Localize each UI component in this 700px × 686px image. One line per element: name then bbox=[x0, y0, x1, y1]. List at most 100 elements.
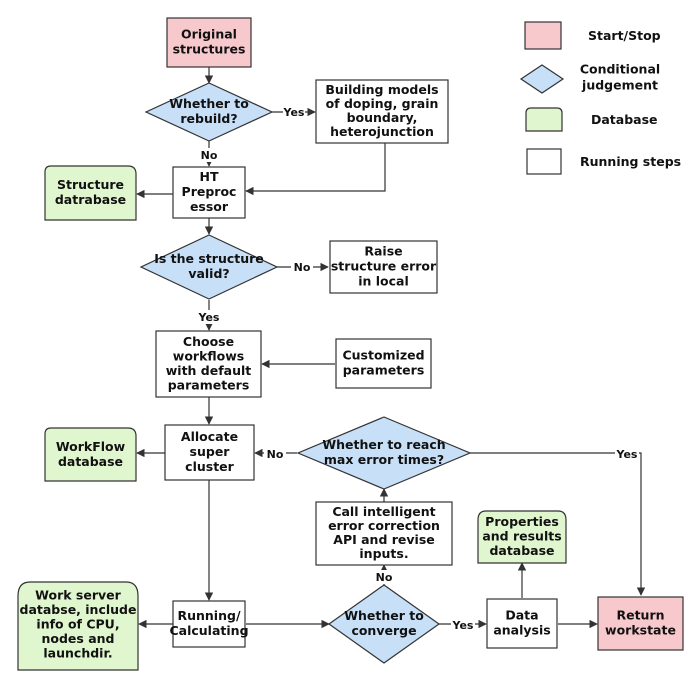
text-line: of doping, grain bbox=[326, 96, 439, 111]
text-line: with default bbox=[166, 363, 252, 378]
label-rebuild-no: No bbox=[201, 149, 218, 162]
node-data-analysis-shape bbox=[486, 598, 558, 649]
legend-database-swatch bbox=[525, 107, 563, 132]
edge-building-to-preproc bbox=[245, 143, 386, 196]
text-line: workstate bbox=[605, 623, 676, 638]
legend-steps-label: Running steps bbox=[580, 154, 681, 169]
text-line: HT bbox=[200, 169, 219, 184]
text-line: Conditional bbox=[580, 62, 660, 77]
text-line: parameters bbox=[343, 363, 425, 378]
legend-steps-swatch bbox=[526, 148, 562, 175]
text-line: workflows bbox=[173, 348, 244, 363]
text-line: structure error bbox=[331, 259, 437, 274]
text-line: parameters bbox=[168, 377, 250, 392]
text-line: in local bbox=[358, 274, 409, 289]
text-line: rebuild? bbox=[180, 111, 237, 126]
node-structure-db-shape bbox=[44, 165, 137, 221]
node-call-api-shape bbox=[315, 501, 453, 566]
node-properties-db-shape bbox=[477, 510, 567, 564]
text-line: Properties bbox=[485, 514, 559, 529]
text-line: databse, include bbox=[20, 602, 137, 617]
label-converge-no: No bbox=[376, 571, 393, 584]
text-line: Work server bbox=[35, 588, 121, 603]
text-line: Running/ bbox=[177, 608, 240, 623]
text-line: Is the structure bbox=[154, 251, 264, 266]
node-workflow-db-shape bbox=[44, 427, 137, 482]
label-valid-yes: Yes bbox=[198, 311, 220, 324]
text-line: Choose bbox=[183, 334, 234, 349]
text-line: judgement bbox=[581, 78, 658, 93]
edge-labels: Yes No No Yes No Yes No Yes bbox=[197, 105, 639, 632]
node-return-shape bbox=[597, 596, 684, 651]
edge-max-to-return bbox=[470, 452, 646, 596]
text-line: API and revise bbox=[333, 532, 434, 547]
text-line: Preproc bbox=[182, 184, 237, 199]
text-line: error correction bbox=[328, 518, 440, 533]
node-max-error-shape bbox=[296, 416, 472, 490]
text-line: cluster bbox=[185, 459, 234, 474]
text-line: inputs. bbox=[359, 546, 408, 561]
text-line: nodes and bbox=[42, 631, 115, 646]
text-line: converge bbox=[351, 623, 416, 638]
text-line: WorkFlow bbox=[56, 439, 126, 454]
text-line: launchdir. bbox=[43, 646, 112, 661]
node-raise-shape bbox=[329, 240, 438, 294]
label-max-yes: Yes bbox=[616, 448, 638, 461]
text-line: Raise bbox=[364, 244, 402, 259]
node-rebuild-shape bbox=[144, 82, 274, 142]
text-line: Structure bbox=[57, 177, 124, 192]
node-running-shape bbox=[172, 600, 246, 648]
text-line: max error times? bbox=[324, 452, 444, 467]
text-line: database bbox=[489, 543, 554, 558]
text-line: boundary, bbox=[347, 110, 418, 125]
text-line: Calculating bbox=[169, 623, 248, 638]
label-max-no: No bbox=[267, 448, 284, 461]
text-line: and results bbox=[482, 529, 561, 544]
text-line: valid? bbox=[188, 266, 229, 281]
node-work-server-db-shape bbox=[17, 581, 139, 671]
text-line: Customized bbox=[342, 348, 424, 363]
node-allocate-shape bbox=[164, 424, 255, 481]
text-line: Building models bbox=[325, 82, 438, 97]
node-choose-shape bbox=[155, 330, 262, 398]
edges bbox=[136, 67, 646, 629]
text-line: Whether to bbox=[344, 608, 424, 623]
text-line: Call intelligent bbox=[332, 504, 435, 519]
text-line: Original bbox=[181, 27, 237, 42]
legend-condition-swatch bbox=[519, 64, 565, 94]
node-converge-shape bbox=[327, 584, 441, 664]
text-line: Allocate bbox=[181, 429, 238, 444]
legend-database-label: Database bbox=[591, 112, 658, 127]
node-customized-shape bbox=[335, 338, 432, 389]
text-line: info of CPU, bbox=[36, 617, 119, 632]
text-line: Whether to reach bbox=[322, 437, 445, 452]
node-preproc-shape bbox=[172, 166, 246, 219]
text-line: analysis bbox=[493, 623, 550, 638]
text-line: Return bbox=[616, 608, 664, 623]
node-valid-shape bbox=[139, 234, 279, 300]
